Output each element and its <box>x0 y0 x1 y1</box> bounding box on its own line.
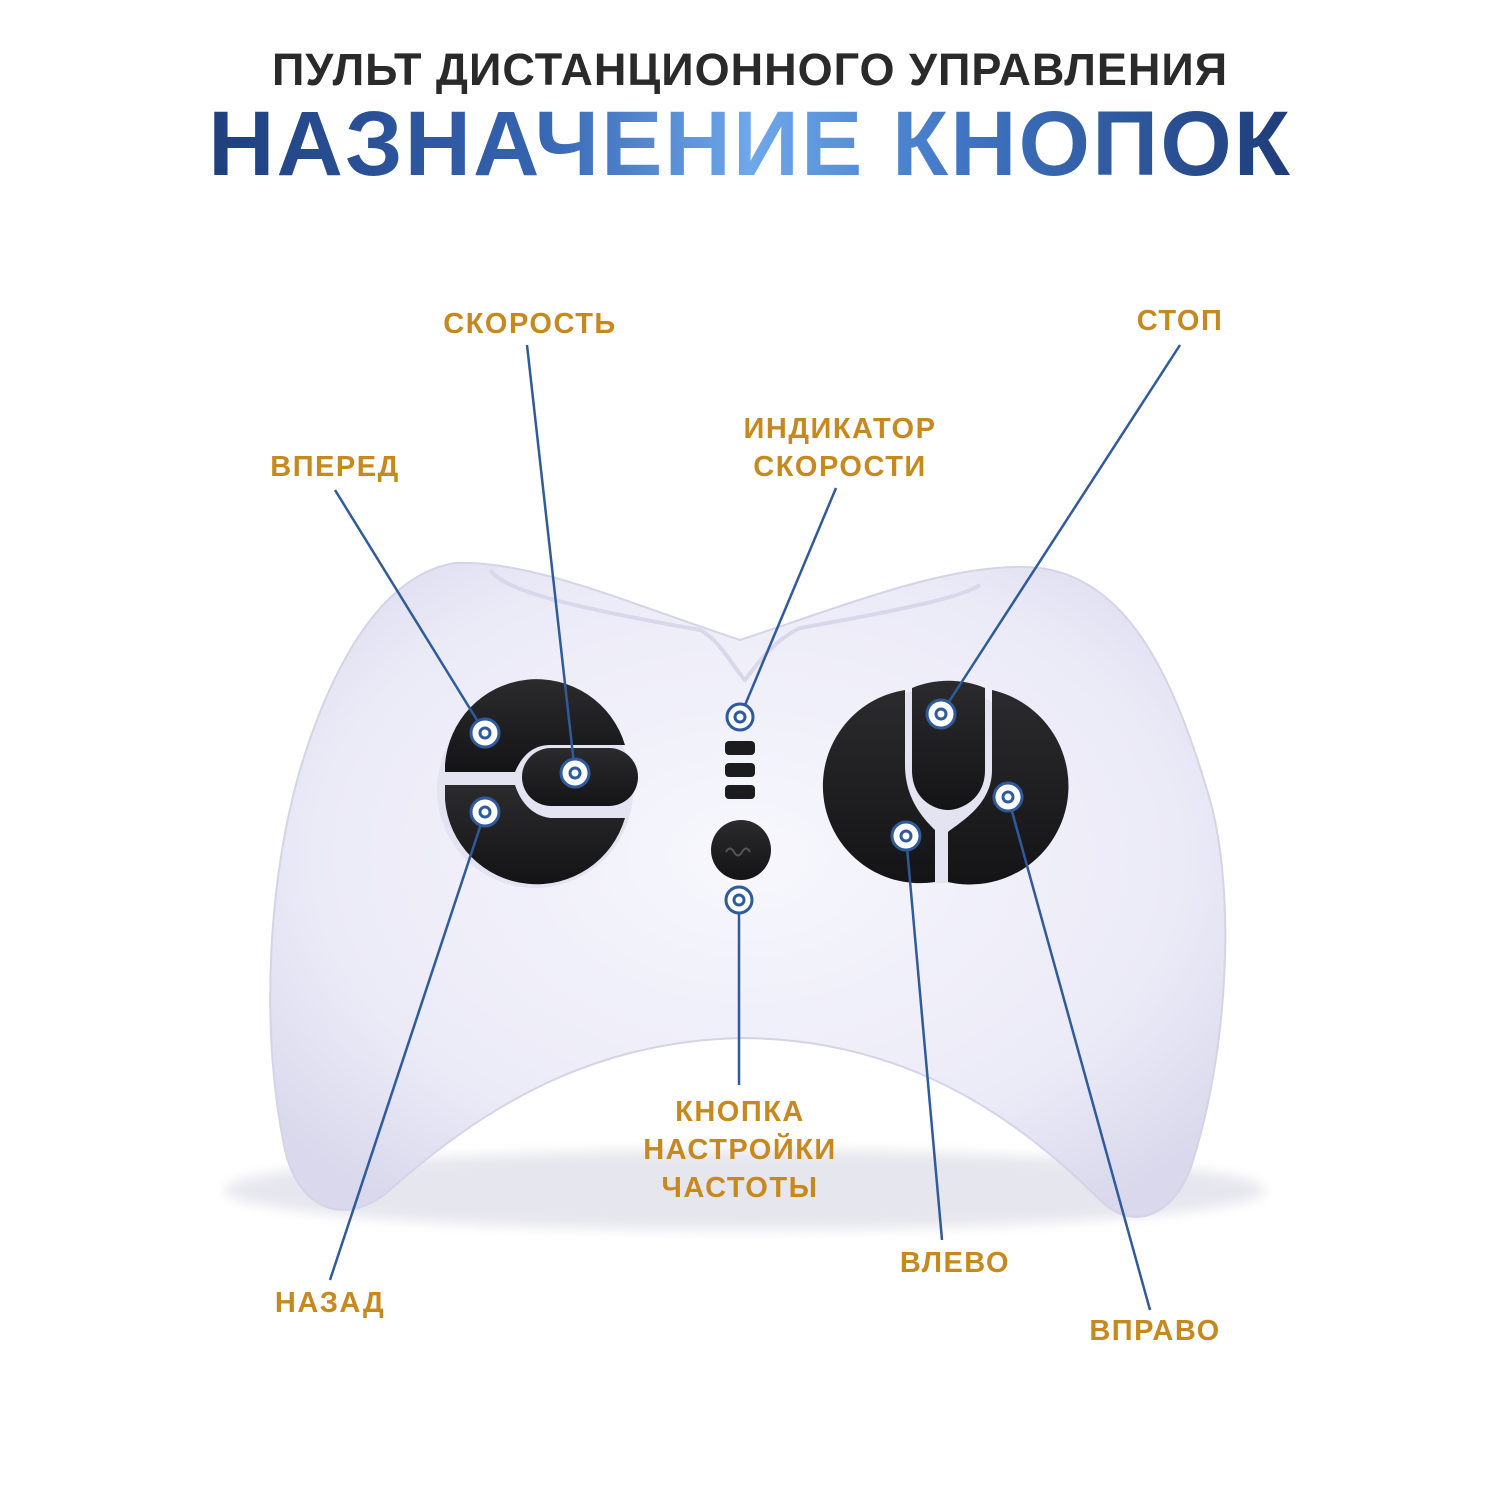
speed-bar-1 <box>725 741 755 755</box>
label-frequency-button: КНОПКА НАСТРОЙКИ ЧАСТОТЫ <box>610 1093 870 1207</box>
title-line2-text: НАЗНАЧЕНИЕ КНОПОК <box>208 93 1292 195</box>
controller-shadow <box>225 1150 1265 1230</box>
label-backward: НАЗАД <box>274 1287 386 1319</box>
label-left: ВЛЕВО <box>899 1247 1011 1279</box>
leader-backward <box>328 811 487 1281</box>
label-frequency-line3: ЧАСТОТЫ <box>661 1172 819 1204</box>
leader-forward <box>333 489 487 734</box>
wave-icon <box>725 847 751 857</box>
target-markers <box>469 698 1024 915</box>
marker-left <box>890 820 922 852</box>
label-speed-indicator: ИНДИКАТОР СКОРОСТИ <box>700 410 980 486</box>
label-right: ВПРАВО <box>1089 1315 1221 1347</box>
title-line2: НАЗНАЧЕНИЕ КНОПОК <box>0 92 1500 197</box>
leader-lines <box>328 344 1182 1311</box>
leader-speed-indicator <box>738 487 838 718</box>
speed-bar-2 <box>725 763 755 777</box>
marker-backward <box>469 796 501 828</box>
label-speed-indicator-line1: ИНДИКАТОР <box>743 413 937 445</box>
leader-left <box>904 835 944 1241</box>
label-speed-indicator-line2: СКОРОСТИ <box>753 451 927 483</box>
title-line1: ПУЛЬТ ДИСТАНЦИОННОГО УПРАВЛЕНИЯ <box>271 44 1229 95</box>
marker-frequency <box>724 885 754 915</box>
label-frequency-line1: КНОПКА <box>675 1096 805 1128</box>
controller-top-ridge <box>488 568 982 684</box>
label-forward: ВПЕРЕД <box>270 451 400 483</box>
marker-right <box>992 781 1024 813</box>
label-stop: СТОП <box>1136 305 1224 337</box>
marker-speed-indicator <box>725 702 755 732</box>
forward-button[interactable] <box>445 679 625 772</box>
marker-speed <box>559 757 591 789</box>
marker-forward <box>469 717 501 749</box>
label-frequency-line2: НАСТРОЙКИ <box>643 1134 837 1166</box>
leader-speed <box>525 344 577 774</box>
marker-stop <box>925 698 957 730</box>
leader-right <box>1006 796 1152 1311</box>
label-speed: СКОРОСТЬ <box>443 308 617 340</box>
frequency-button[interactable] <box>711 820 771 880</box>
speed-bar-3 <box>725 785 755 799</box>
leader-stop <box>939 344 1182 715</box>
